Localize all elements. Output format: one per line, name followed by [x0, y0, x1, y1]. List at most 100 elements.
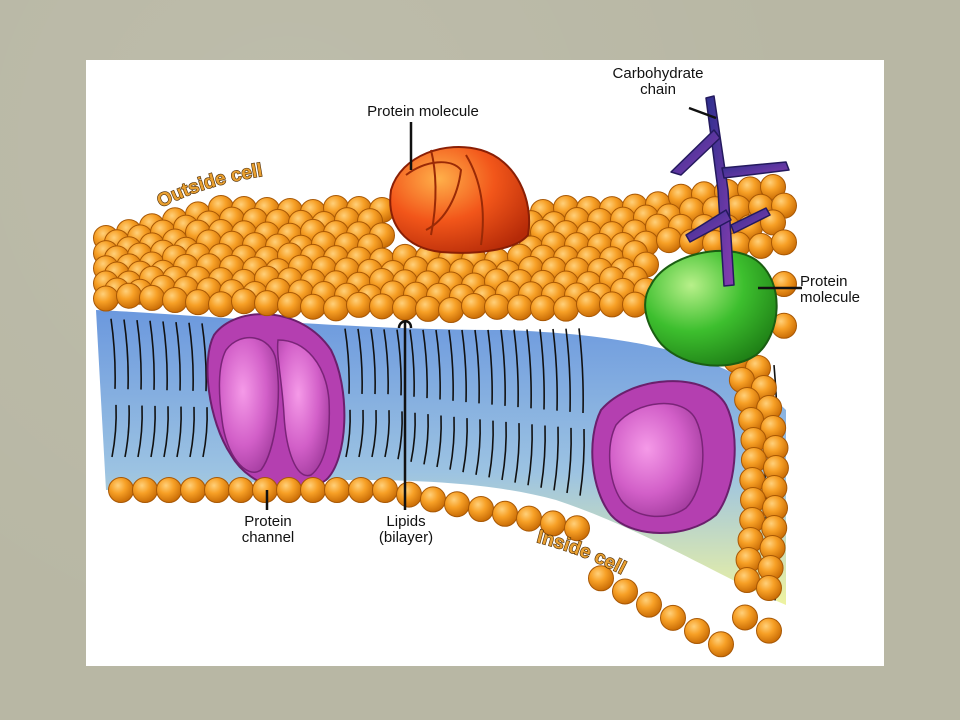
lipid-head — [588, 565, 614, 592]
protein-molecule-top — [389, 145, 531, 254]
lipid-tail — [578, 328, 584, 413]
lipid-head — [484, 293, 510, 320]
lipid-tail — [488, 420, 494, 478]
lipid-tail — [540, 425, 546, 488]
lipid-head — [300, 477, 326, 503]
protein-channel-label: Protein channel — [241, 513, 295, 546]
lipid-head — [323, 295, 349, 322]
lipid-tail — [397, 411, 403, 460]
lipid-head — [185, 289, 211, 316]
lipid-head — [530, 295, 556, 322]
lipid-tail — [462, 418, 468, 473]
lipid-tail — [501, 421, 507, 481]
lipid-head — [346, 291, 372, 318]
lipid-head — [733, 567, 760, 593]
lipid-tail — [449, 416, 455, 470]
lipid-head — [420, 486, 446, 513]
lipid-head — [599, 291, 625, 318]
lipid-tail — [422, 329, 428, 399]
lipid-tail — [552, 328, 558, 411]
lipid-head — [108, 477, 134, 503]
lipid-head — [636, 591, 662, 618]
membrane-illustration: Outside cell Inside cell — [93, 95, 802, 658]
lipid-tail — [176, 406, 182, 458]
lipid-tail — [474, 329, 480, 404]
lipid-head — [348, 477, 374, 503]
lipid-head — [444, 491, 470, 518]
lipid-head — [468, 496, 494, 522]
lipid-head — [438, 296, 464, 323]
lipid-tail — [201, 323, 207, 392]
lipid-head — [252, 477, 278, 503]
lipid-tail — [188, 322, 194, 391]
lipid-tail — [527, 424, 533, 486]
lipid-head — [372, 477, 398, 503]
lipid-tail — [202, 407, 208, 458]
lipid-tail — [124, 405, 130, 458]
protein-channel-left — [206, 313, 346, 492]
lipid-head — [116, 282, 142, 309]
lipid-head — [732, 604, 758, 631]
lipid-head — [180, 477, 206, 503]
carbohydrate-chain-label: Carbohydrate chain — [612, 65, 704, 98]
lipid-tails — [110, 318, 780, 601]
carbohydrate-chain — [670, 95, 790, 287]
lipid-tail — [384, 410, 390, 458]
lipid-head — [576, 291, 602, 318]
lipid-tail — [461, 329, 467, 403]
lipid-tail — [423, 414, 429, 465]
lipid-tail — [150, 405, 156, 458]
lipid-tail — [383, 329, 389, 395]
lipid-tail — [111, 404, 117, 458]
lipid-tail — [579, 428, 585, 496]
lipid-tail — [371, 410, 377, 458]
lipid-tail — [123, 319, 129, 390]
lipid-head — [156, 477, 182, 503]
lipid-head — [516, 505, 542, 532]
lipid-tail — [566, 427, 572, 494]
lipid-head — [162, 287, 188, 314]
lipid-tail — [539, 329, 545, 410]
lipid-tail — [110, 318, 116, 389]
lipid-head — [708, 631, 734, 658]
lipid-head — [324, 477, 350, 503]
lipid-tail — [475, 419, 481, 475]
lipid-head — [254, 290, 280, 317]
protein-molecule-top-label: Protein molecule — [367, 103, 479, 120]
lipid-tail — [189, 406, 195, 458]
lipid-head — [139, 284, 165, 311]
lipid-tail — [526, 329, 532, 409]
lipid-tail — [436, 415, 442, 468]
lipid-tail — [409, 329, 415, 397]
lipid-head — [132, 477, 158, 503]
lipid-head — [553, 295, 579, 322]
lipid-head — [684, 618, 710, 645]
lipid-head — [660, 604, 686, 631]
leader-lines — [265, 106, 802, 510]
lipid-head — [756, 617, 782, 644]
lipid-head — [656, 227, 682, 254]
lipid-heads-bottom — [108, 477, 782, 658]
lipid-head — [277, 291, 303, 318]
lipid-head — [415, 295, 441, 322]
lipid-heads-top — [93, 173, 797, 601]
lipid-head — [771, 229, 797, 256]
lipid-tail — [410, 412, 416, 462]
lipid-tail — [136, 320, 142, 390]
lipid-head — [396, 481, 422, 508]
lipid-tail — [487, 329, 493, 405]
lipid-tail — [435, 329, 441, 400]
lipid-tail — [448, 329, 454, 401]
lipid-tail — [357, 328, 363, 394]
lipid-tail — [345, 409, 351, 458]
protein-channel-right — [591, 380, 736, 534]
cell-membrane-diagram: Outside cell Inside cell Protein molecul… — [86, 60, 884, 666]
lipid-tail — [553, 426, 559, 491]
lipid-head — [507, 294, 533, 321]
lipid-head — [231, 288, 257, 315]
lipid-head — [208, 291, 234, 318]
lipid-head — [369, 293, 395, 320]
lipid-tail — [565, 328, 571, 412]
lipid-head — [204, 477, 230, 503]
lipid-head — [492, 500, 518, 527]
